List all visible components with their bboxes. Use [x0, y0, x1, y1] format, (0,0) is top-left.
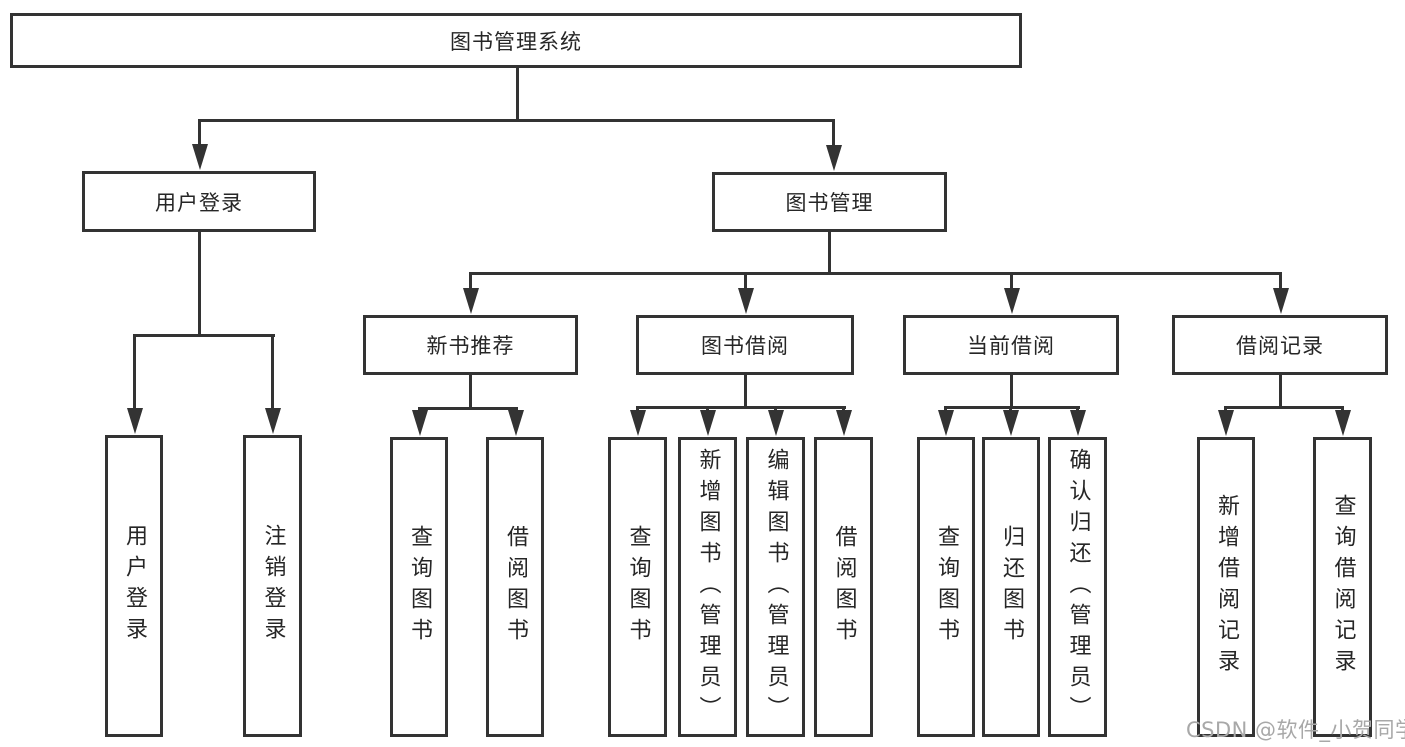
arrow-down-icon [271, 335, 274, 409]
node-label: 图书管理系统 [450, 29, 582, 54]
arrow-down-icon [1341, 407, 1344, 411]
arrow-down-icon [1076, 407, 1079, 411]
node-label: 新增借阅记录 [1214, 494, 1239, 680]
csdn-watermark: CSDN @软件_小贺同学 [1186, 718, 1405, 742]
leaf-user-login: 用户登录 [105, 435, 163, 737]
node-label: 用户登录 [122, 524, 147, 648]
node-borrowing-records: 借阅记录 [1172, 315, 1388, 375]
node-book-borrowing: 图书借阅 [636, 315, 854, 375]
arrow-down-icon [636, 407, 639, 411]
leaf-query-books-recommend: 查询图书 [390, 437, 448, 737]
connector-line [198, 119, 835, 122]
arrow-down-icon [774, 407, 777, 411]
node-label: 用户登录 [155, 190, 243, 215]
node-label: 图书管理 [785, 191, 874, 215]
connector-line [1224, 406, 1344, 409]
leaf-borrow-books-borrowing: 借阅图书 [814, 437, 873, 737]
node-label: 当前借阅 [967, 334, 1055, 358]
leaf-add-book-admin: 新增图书（管理员） [678, 437, 737, 737]
arrow-down-icon [1224, 407, 1227, 411]
node-label: 查询图书 [934, 525, 959, 649]
leaf-borrow-books-recommend: 借阅图书 [486, 437, 544, 737]
leaf-query-borrow-record: 查询借阅记录 [1313, 437, 1372, 737]
leaf-add-borrow-record: 新增借阅记录 [1197, 437, 1255, 737]
node-label: 归还图书 [999, 525, 1024, 649]
node-library-management-system: 图书管理系统 [10, 13, 1022, 68]
leaf-query-books-borrowing: 查询图书 [608, 437, 667, 737]
node-user-login: 用户登录 [82, 171, 316, 232]
node-label: 借阅记录 [1236, 334, 1324, 358]
node-label: 借阅图书 [503, 525, 528, 649]
node-book-management: 图书管理 [712, 172, 947, 232]
leaf-query-books-current: 查询图书 [917, 437, 975, 737]
node-label: 确认归还（管理员） [1065, 447, 1091, 727]
connector-line [469, 375, 472, 408]
node-label: 查询借阅记录 [1330, 494, 1356, 680]
node-label: 编辑图书（管理员） [763, 447, 789, 727]
arrow-down-icon [832, 120, 835, 146]
leaf-return-books: 归还图书 [982, 437, 1040, 737]
node-label: 查询图书 [625, 525, 651, 649]
connector-line [133, 334, 275, 337]
connector-line [1279, 375, 1282, 406]
arrow-down-icon [469, 273, 472, 289]
arrow-down-icon [1279, 273, 1282, 289]
node-new-book-recommendation: 新书推荐 [363, 315, 578, 375]
node-label: 借阅图书 [831, 525, 857, 649]
connector-line [744, 375, 747, 406]
connector-line [198, 232, 201, 335]
arrow-down-icon [198, 120, 201, 145]
arrow-down-icon [706, 407, 709, 411]
leaf-confirm-return-admin: 确认归还（管理员） [1048, 437, 1107, 737]
arrow-down-icon [133, 335, 136, 409]
node-label: 注销登录 [260, 524, 286, 648]
node-label: 查询图书 [407, 525, 432, 649]
leaf-edit-book-admin: 编辑图书（管理员） [746, 437, 805, 737]
connector-line [944, 406, 1080, 409]
connector-line [516, 68, 519, 120]
arrow-down-icon [944, 407, 947, 411]
node-label: 新书推荐 [426, 334, 515, 358]
connector-line [469, 272, 1282, 275]
arrow-down-icon [1009, 407, 1012, 411]
connector-line [828, 232, 831, 273]
arrow-down-icon [1010, 273, 1013, 289]
connector-line [418, 407, 518, 410]
node-current-borrowing: 当前借阅 [903, 315, 1119, 375]
node-label: 新增图书（管理员） [695, 447, 721, 727]
arrow-down-icon [842, 407, 845, 411]
connector-line [636, 406, 846, 409]
node-label: 图书借阅 [701, 334, 789, 358]
arrow-down-icon [514, 408, 517, 411]
arrow-down-icon [744, 273, 747, 289]
leaf-logout: 注销登录 [243, 435, 302, 737]
connector-line [1010, 375, 1013, 406]
arrow-down-icon [418, 408, 421, 411]
